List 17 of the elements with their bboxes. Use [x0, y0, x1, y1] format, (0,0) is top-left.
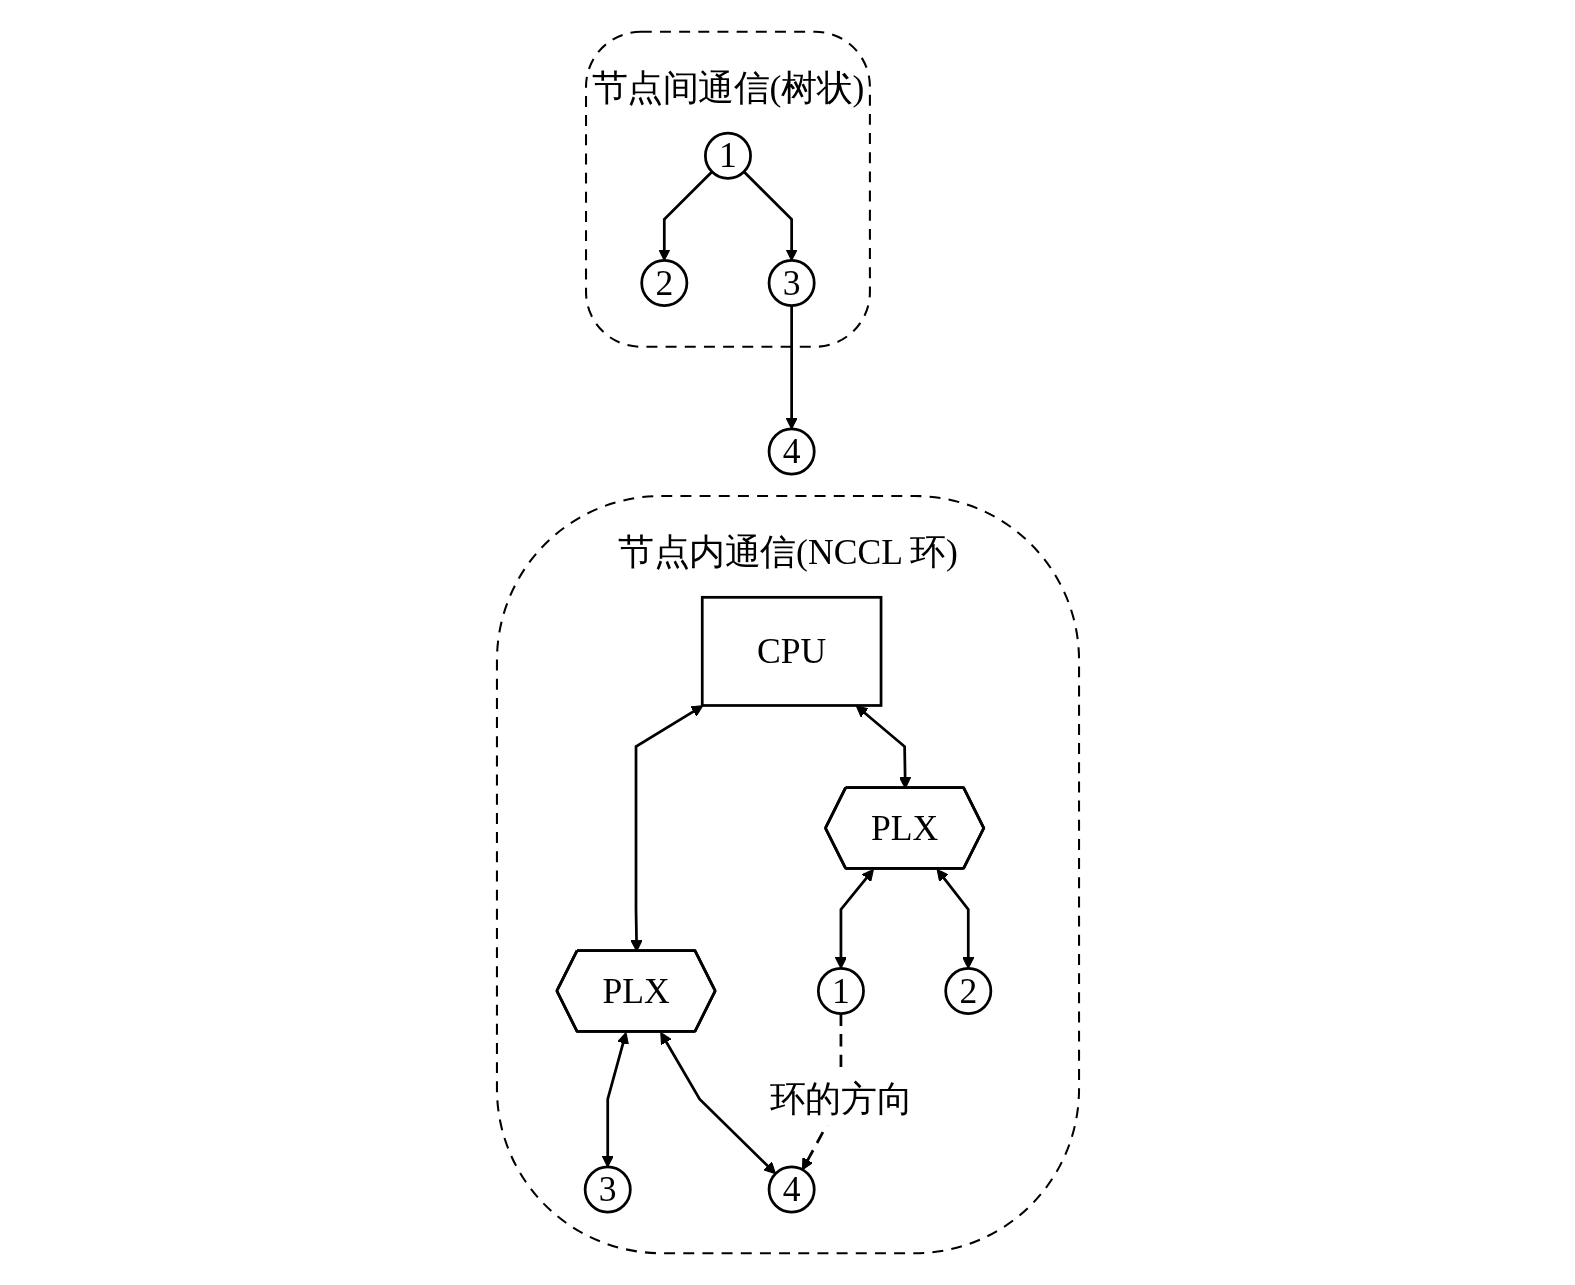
arrow [657, 170, 713, 261]
node-circle: 2 [943, 967, 992, 1015]
node-circle: 4 [767, 1165, 816, 1214]
arrow [785, 305, 798, 430]
node-circle: 4 [767, 427, 816, 476]
edge-label: 环的方向 [769, 1079, 912, 1119]
node-circle: 1 [816, 967, 865, 1015]
arrow [742, 170, 798, 261]
node-circle: 3 [767, 259, 816, 308]
node-circle: 3 [583, 1165, 632, 1214]
arrow [601, 1032, 629, 1168]
node-box: CPU [700, 595, 882, 707]
node-circle: 1 [703, 131, 752, 180]
arrow [659, 1032, 776, 1175]
node-circle: 2 [639, 259, 688, 308]
arrow [936, 869, 974, 969]
arrow [834, 869, 874, 969]
